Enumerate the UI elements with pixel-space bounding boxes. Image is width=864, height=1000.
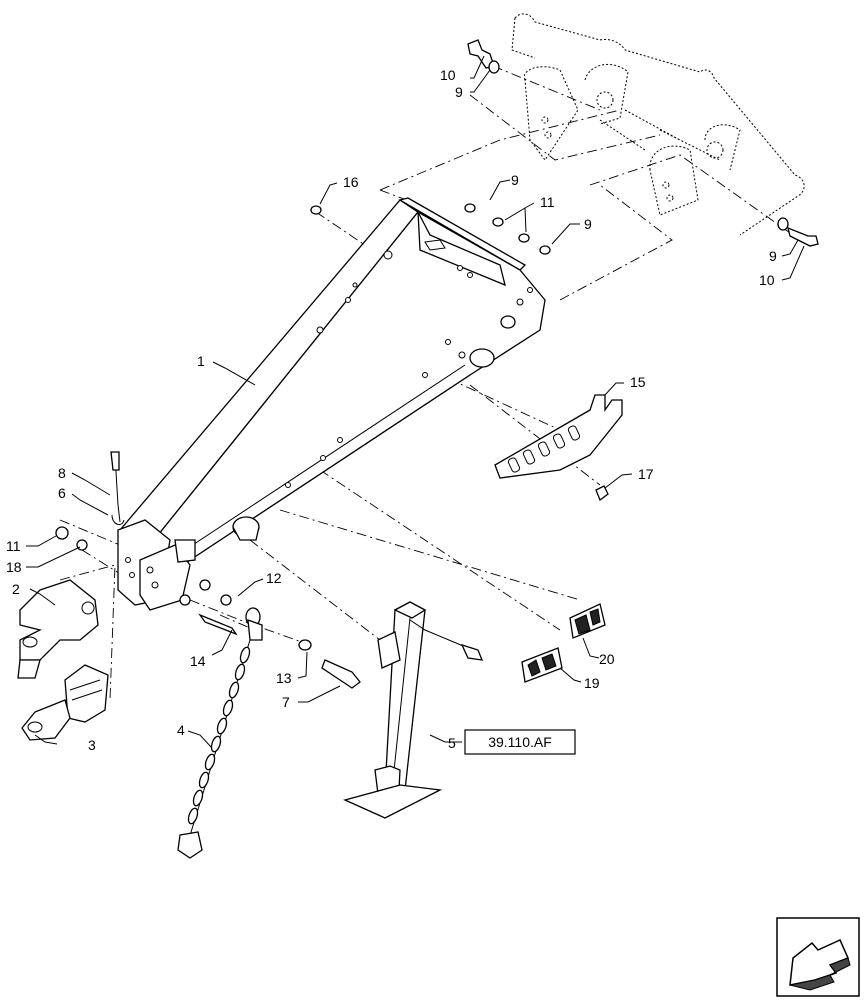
chain-links <box>187 646 251 825</box>
callout-12: 12 <box>266 570 282 586</box>
callout-7: 7 <box>282 694 290 710</box>
front-hardware <box>55 526 361 689</box>
callout-8: 8 <box>58 465 66 481</box>
arrow-icon[interactable] <box>776 917 860 997</box>
callout-10-right: 10 <box>759 272 775 288</box>
drawbar-frame <box>117 197 546 611</box>
hitch-eye <box>21 664 109 741</box>
callout-11-top: 11 <box>540 194 555 210</box>
safety-chain <box>177 607 263 859</box>
washers-top <box>310 203 551 255</box>
callout-6: 6 <box>58 485 66 501</box>
hitch-clevis <box>17 579 99 679</box>
reference-box[interactable]: 39.110.AF <box>464 729 576 755</box>
decal-20 <box>569 603 606 639</box>
callout-1: 1 <box>197 353 205 369</box>
bolt-top-right <box>777 217 819 247</box>
callout-17: 17 <box>638 466 654 482</box>
callout-4: 4 <box>177 722 185 738</box>
callout-18: 18 <box>6 559 22 575</box>
callout-5: 5 <box>448 735 456 751</box>
callout-2: 2 <box>12 581 20 597</box>
callout-3: 3 <box>88 737 96 753</box>
callout-13: 13 <box>276 670 292 686</box>
callout-9-right: 9 <box>769 248 777 264</box>
jack-stand <box>343 601 484 819</box>
callout-16: 16 <box>343 174 359 190</box>
callout-15: 15 <box>630 374 646 390</box>
bolt-top-left <box>467 39 500 74</box>
reference-box-label: 39.110.AF <box>488 734 552 750</box>
callout-9-top-left: 9 <box>455 84 463 100</box>
callout-10-top: 10 <box>440 67 456 83</box>
leader-lines <box>26 55 805 749</box>
holder-bracket <box>494 394 623 502</box>
callout-9-top-right: 9 <box>584 216 592 232</box>
callout-19: 19 <box>584 675 600 691</box>
holder-slots <box>507 425 581 473</box>
callout-14: 14 <box>190 653 206 669</box>
wire-harness <box>110 451 125 526</box>
machine-frame-outline <box>511 13 805 236</box>
callout-20: 20 <box>599 651 615 667</box>
decal-19 <box>521 647 563 683</box>
callout-11-left: 11 <box>6 538 21 554</box>
callout-labels: 1 2 3 4 5 6 7 8 9 9 9 9 10 10 11 11 12 1… <box>6 67 777 753</box>
callout-9-top-mid: 9 <box>511 172 519 188</box>
